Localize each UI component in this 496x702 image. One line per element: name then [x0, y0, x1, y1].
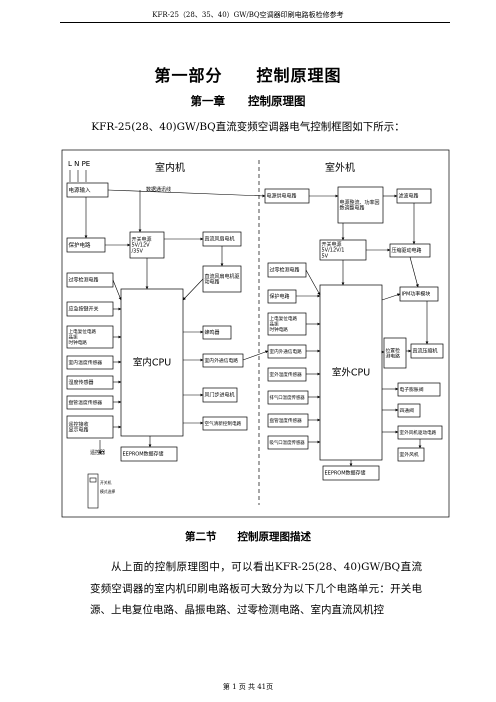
connector-28	[305, 269, 321, 296]
comm-line-label: 数据通讯线	[146, 186, 171, 193]
outdoor-protection-box	[267, 289, 297, 304]
humidity-sensor-box	[66, 375, 114, 390]
buzzer-label: 蜂鸣器	[205, 329, 220, 336]
ipm-label: IPM功率模块	[402, 291, 431, 298]
coil-temp-sensor-box	[66, 395, 114, 410]
four-way-valve-label: 四通阀	[400, 407, 415, 414]
pfc-box	[337, 186, 384, 224]
intro-text: KFR-25(28、40)GW/BQ直流变频空调器电气控制框图如下所示：	[91, 121, 405, 133]
connector-36	[381, 293, 401, 301]
power-lines-label: L N PE	[68, 160, 90, 168]
outdoor-cpu-box	[319, 284, 383, 461]
exhaust-temp-box	[267, 390, 309, 405]
outdoor-fan-label: 室外风机	[400, 451, 419, 458]
suction-temp-label: 吸气口温度传感器	[270, 439, 306, 446]
outdoor-fan-box	[397, 447, 425, 462]
remote-display-label: 遥控接收显示电路	[69, 421, 89, 434]
fan-motor-label: 直流风扇电机	[205, 236, 235, 243]
suction-temp-box	[267, 435, 309, 450]
fan-drive-box	[202, 265, 242, 293]
position-detect-label: 位置检测电路	[386, 347, 401, 360]
reset-osc-label: 上电复位电路晶振时钟电路	[69, 328, 97, 346]
filter-label: 滤波电路	[399, 193, 419, 200]
comp-drive-label: 压缩驱动电路	[392, 247, 422, 254]
outdoor-comm-label: 室内外通信电路	[270, 348, 303, 355]
body-paragraph: 从上面的控制原理图中，可以看出KFR-25(28、40)GW/BQ直流变频空调器…	[90, 561, 422, 616]
indoor-comm-label: 室内外通信电路	[205, 357, 239, 364]
protection-label: 保护电路	[69, 241, 92, 249]
connector-8	[112, 279, 122, 301]
zero-cross-label: 过零检测电路	[69, 277, 99, 284]
pfc-label: 电源整流、功率因数调整电路	[340, 199, 380, 212]
remote-control-icon	[87, 473, 99, 509]
outdoor-coil-temp-box	[267, 413, 309, 428]
indoor-eeprom-label: EEPROM数据存储	[123, 451, 164, 458]
remote-button-1: 开关机	[100, 480, 112, 485]
room-temp-sensor-box	[66, 355, 114, 370]
outdoor-cpu-label: 室外CPU	[332, 367, 370, 379]
diagram-frame	[61, 149, 450, 518]
outdoor-protection-label: 保护电路	[270, 293, 290, 300]
page-footer: 第 1 页 共 41页	[222, 683, 274, 691]
emergency-switch-label: 应急按键开关	[69, 306, 99, 313]
exhaust-temp-label: 排气口温度传感器	[270, 394, 306, 401]
header-rule	[60, 22, 450, 23]
indoor-cpu-label: 室内CPU	[133, 357, 171, 369]
outdoor-zero-cross-label: 过零检测电路	[270, 267, 300, 274]
connector-20	[242, 350, 269, 361]
ambient-temp-label: 室外温度传感器	[270, 371, 303, 378]
chapter-title: 第一章 控制原理图	[190, 94, 306, 108]
outdoor-eeprom-label: EEPROM数据存储	[325, 470, 366, 477]
outdoor-reset-osc-label: 上电复位电路晶振时钟电路	[270, 315, 298, 333]
connector-7	[182, 278, 204, 301]
remote-label: 遥控器	[90, 449, 105, 456]
section-title: 第二节 控制原理图描述	[185, 531, 311, 543]
part-title: 第一部分 控制原理图	[154, 66, 342, 85]
stepper-motor-label: 风门步进电机	[205, 392, 235, 399]
indoor-unit-title: 室内机	[155, 161, 185, 174]
outdoor-fan-drive-label: 室外风机驱动电路	[400, 429, 437, 436]
air-clean-label: 空气清新控制电路	[205, 420, 242, 427]
coil-temp-sensor-label: 盘管温度传感器	[69, 399, 103, 406]
outdoor-coil-temp-label: 盘管温度传感器	[270, 417, 303, 424]
expansion-valve-label: 电子膨胀阀	[400, 386, 424, 393]
ambient-temp-box	[267, 367, 307, 382]
outdoor-unit-title: 室外机	[325, 161, 355, 174]
power-input-label: 电源输入	[69, 186, 92, 194]
connector-0	[107, 189, 266, 198]
outdoor-supply-label: 电源供电电路	[267, 193, 297, 200]
dc-compressor-label: 直流压缩机	[413, 348, 438, 355]
fan-drive-label: 直流风扇电机驱动电路	[205, 273, 240, 286]
connector-26	[409, 256, 419, 288]
room-temp-sensor-label: 室内温度传感器	[69, 359, 103, 366]
remote-button-2: 模式选择	[100, 489, 115, 494]
humidity-sensor-label: 湿度传感器	[69, 379, 94, 386]
running-header: KFR-25（28、35、40）GW/BQ空调器印刷电路板检修参考	[152, 11, 344, 19]
